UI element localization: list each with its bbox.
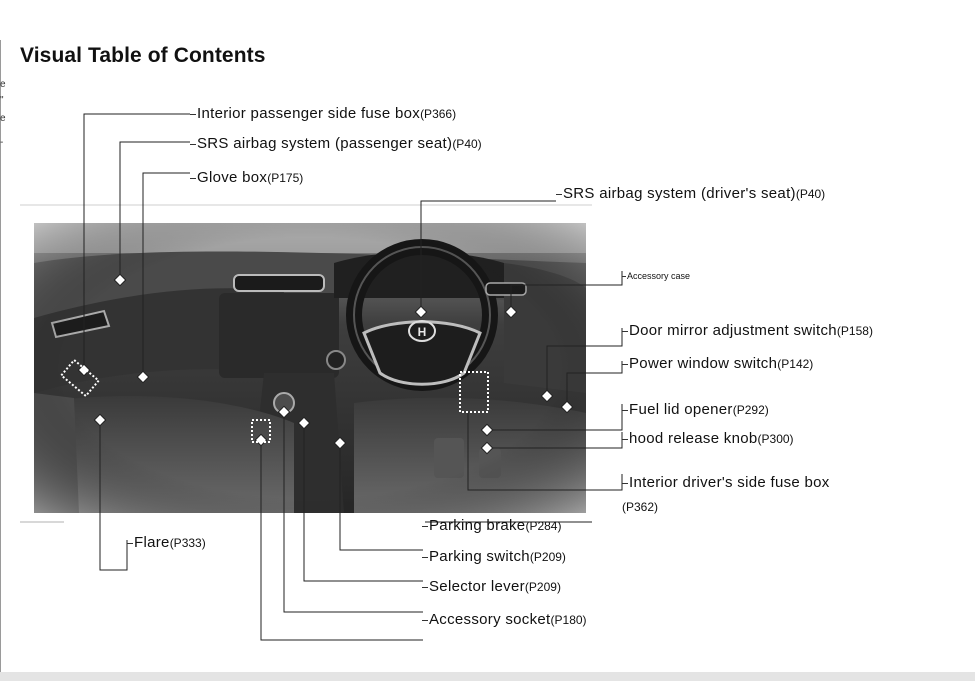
margin-fragment: e bbox=[0, 79, 6, 90]
label-parking-switch[interactable]: Parking switch(P209) bbox=[422, 548, 566, 565]
label-driver-fuse-box[interactable]: Interior driver's side fuse box (P362) bbox=[622, 474, 830, 514]
label-srs-airbag-driver[interactable]: SRS airbag system (driver's seat)(P40) bbox=[556, 185, 825, 202]
label-srs-airbag-passenger[interactable]: SRS airbag system (passenger seat)(P40) bbox=[190, 135, 482, 152]
bottom-bar bbox=[0, 672, 975, 681]
page-title: Visual Table of Contents bbox=[20, 44, 266, 67]
label-glove-box[interactable]: Glove box(P175) bbox=[190, 169, 303, 186]
page-left-rule bbox=[0, 40, 1, 680]
label-door-mirror-switch[interactable]: Door mirror adjustment switch(P158) bbox=[622, 322, 873, 339]
margin-fragment: e bbox=[0, 113, 6, 124]
margin-fragment: " bbox=[0, 95, 4, 106]
label-selector-lever[interactable]: Selector lever(P209) bbox=[422, 578, 561, 595]
label-passenger-fuse-box[interactable]: Interior passenger side fuse box(P366) bbox=[190, 105, 456, 122]
dashboard-photo: H bbox=[34, 223, 586, 513]
label-fuel-lid-opener[interactable]: Fuel lid opener(P292) bbox=[622, 401, 769, 418]
label-accessory-case[interactable]: Accessory case bbox=[622, 271, 690, 281]
margin-fragment: - bbox=[0, 137, 4, 148]
label-parking-brake[interactable]: Parking brake(P284) bbox=[422, 517, 561, 534]
label-accessory-socket[interactable]: Accessory socket(P180) bbox=[422, 611, 587, 628]
label-flare[interactable]: Flare(P333) bbox=[127, 534, 206, 551]
label-power-window-switch[interactable]: Power window switch(P142) bbox=[622, 355, 813, 372]
label-hood-release-knob[interactable]: hood release knob(P300) bbox=[622, 430, 794, 447]
